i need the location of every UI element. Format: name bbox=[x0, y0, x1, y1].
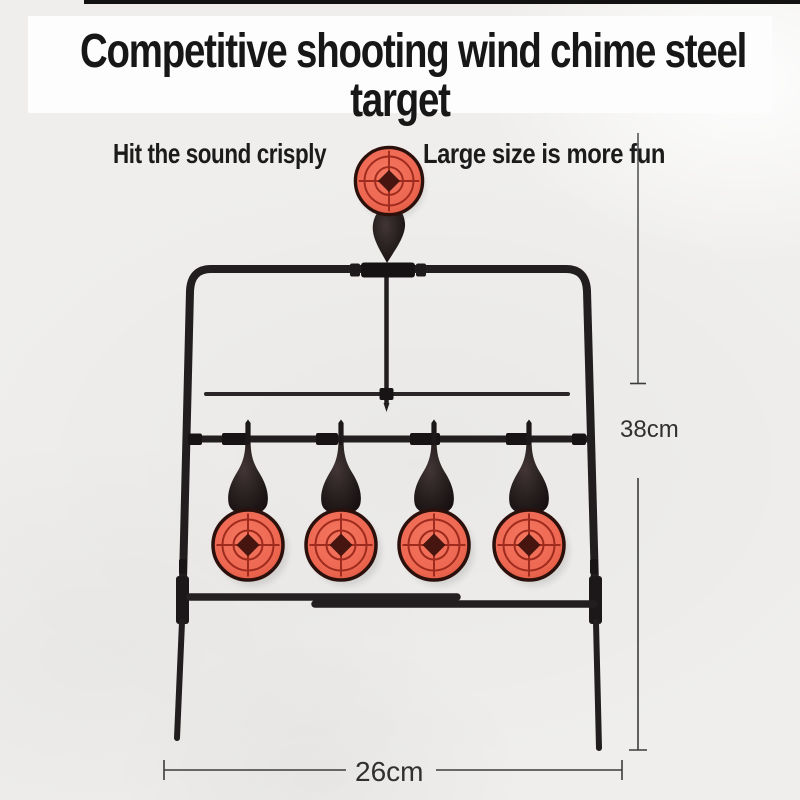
stand-legs bbox=[174, 559, 602, 751]
height-dimension-line bbox=[629, 133, 647, 751]
height-dimension-label: 38cm bbox=[620, 416, 679, 443]
annotation-sound: Hit the sound crisply bbox=[113, 138, 327, 169]
top-spinner-target bbox=[353, 145, 425, 263]
stand-frame bbox=[178, 262, 600, 625]
page-title: Competitive shooting wind chime steel ta… bbox=[0, 27, 800, 125]
spinner-target-3 bbox=[399, 420, 474, 587]
title-line-2: target bbox=[350, 74, 451, 127]
top-target-face bbox=[353, 145, 425, 217]
top-border-strip bbox=[84, 0, 800, 4]
spinner-hanger-bar bbox=[187, 433, 594, 445]
title-band bbox=[28, 16, 772, 113]
width-dimension-line bbox=[163, 760, 623, 780]
width-dimension-label: 26cm bbox=[355, 756, 424, 787]
spinner-target-4 bbox=[494, 420, 569, 587]
title-line-1: Competitive shooting wind chime steel bbox=[80, 25, 747, 78]
annotation-size: Large size is more fun bbox=[423, 138, 665, 169]
